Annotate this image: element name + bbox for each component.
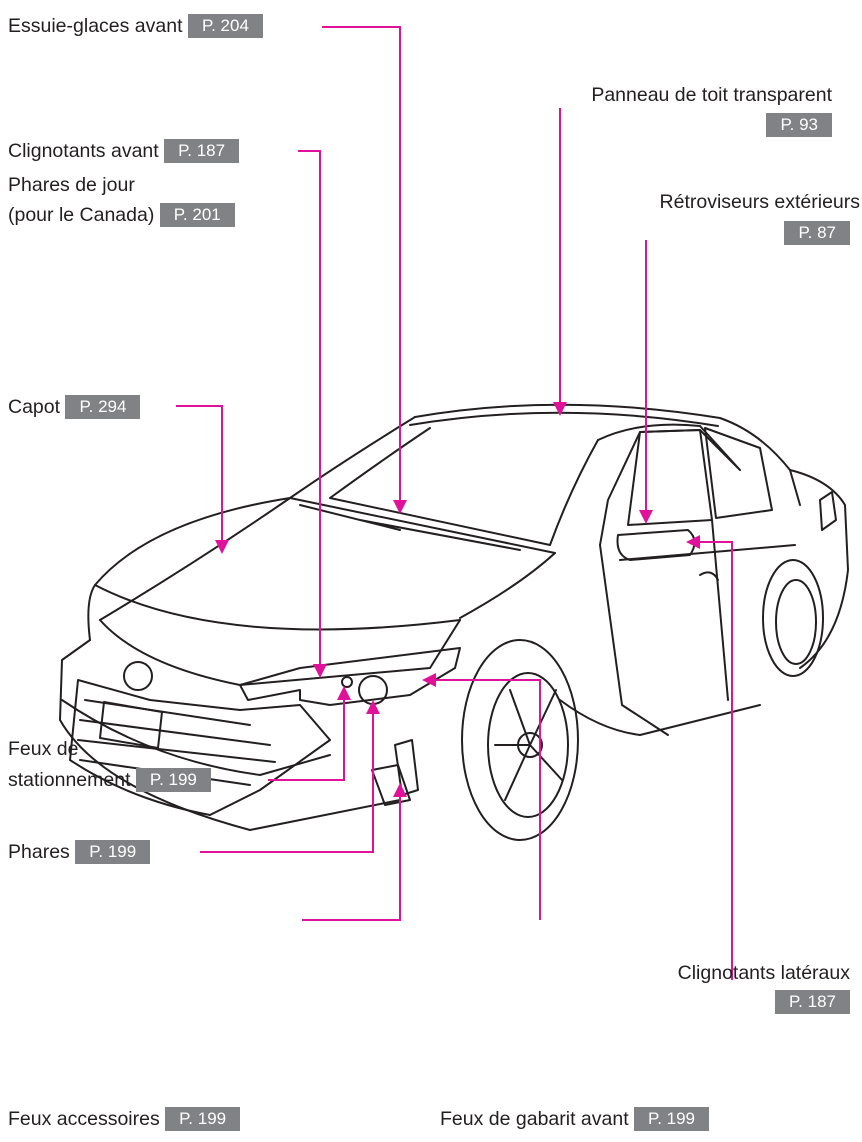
page-ref-capot[interactable]: P. 294 [65,394,141,419]
arrow-accessoires [393,783,407,797]
label-phares: Phares P. 199 [8,839,151,865]
page-ref-phares[interactable]: P. 199 [75,839,151,864]
leader-accessoires [302,790,401,921]
page-ref-clignotants-lateraux[interactable]: P. 187 [775,990,850,1014]
page-ref-feux-accessoires[interactable]: P. 199 [165,1106,241,1131]
arrow-capot [215,540,229,554]
leader-essuie-glaces [322,26,401,508]
label-stationnement-line2: stationnement [8,769,131,791]
page-ref-essuie-glaces[interactable]: P. 204 [187,13,263,38]
label-clignotants-avant: Clignotants avant P. 187 [8,138,240,164]
label-phares-jour-line2: (pour le Canada) [8,204,155,226]
leader-capot [176,405,223,548]
label-phares-de-jour: Phares de jour [8,173,135,197]
label-stationnement-line1: Feux de [8,738,79,760]
arrow-lateraux [686,535,700,549]
label-feux-gabarit: Feux de gabarit avant P. 199 [440,1106,710,1132]
label-feux-de: Feux de [8,737,78,761]
label-feux-accessoires: Feux accessoires P. 199 [8,1106,241,1132]
label-phares-jour-line1: Phares de jour [8,174,135,196]
label-toit-transparent: Panneau de toit transparent [591,83,832,107]
arrow-essuie-glaces [393,500,407,514]
label-essuie-glaces-text: Essuie-glaces avant [8,15,183,37]
leader-lateraux [696,541,733,980]
label-stationnement: stationnement P. 199 [8,767,211,793]
page-ref-toit[interactable]: P. 93 [766,113,832,137]
arrow-phares [366,700,380,714]
label-clignotants-lateraux: Clignotants latéraux [678,961,850,985]
label-phares-text: Phares [8,841,70,863]
label-toit-text: Panneau de toit transparent [591,84,832,106]
arrow-clignotants-avant [313,664,327,678]
arrow-retroviseurs [639,510,653,524]
page-ref-retroviseurs[interactable]: P. 87 [784,221,850,245]
page-ref-stationnement[interactable]: P. 199 [135,767,211,792]
label-feux-accessoires-text: Feux accessoires [8,1108,160,1130]
leader-clignotants-avant [298,150,321,672]
label-retroviseurs: Rétroviseurs extérieurs [660,190,860,214]
leader-phares [200,707,374,853]
arrow-toit [553,402,567,416]
leader-gabarit [430,679,541,920]
label-capot-text: Capot [8,396,61,418]
label-retroviseurs-text: Rétroviseurs extérieurs [659,191,860,213]
label-essuie-glaces: Essuie-glaces avant P. 204 [8,13,263,39]
label-capot: Capot P. 294 [8,394,141,420]
arrow-gabarit [422,673,436,687]
label-pour-le-canada: (pour le Canada) P. 201 [8,202,235,228]
page-ref-clignotants-avant[interactable]: P. 187 [164,138,240,163]
label-clignotants-avant-text: Clignotants avant [8,140,159,162]
label-feux-gabarit-text: Feux de gabarit avant [440,1108,629,1130]
leader-stationnement [268,693,345,781]
page-ref-feux-gabarit[interactable]: P. 199 [634,1106,710,1131]
page-ref-phares-de-jour[interactable]: P. 201 [159,202,235,227]
arrow-stationnement [337,686,351,700]
label-clignotants-lateraux-text: Clignotants latéraux [677,962,850,984]
